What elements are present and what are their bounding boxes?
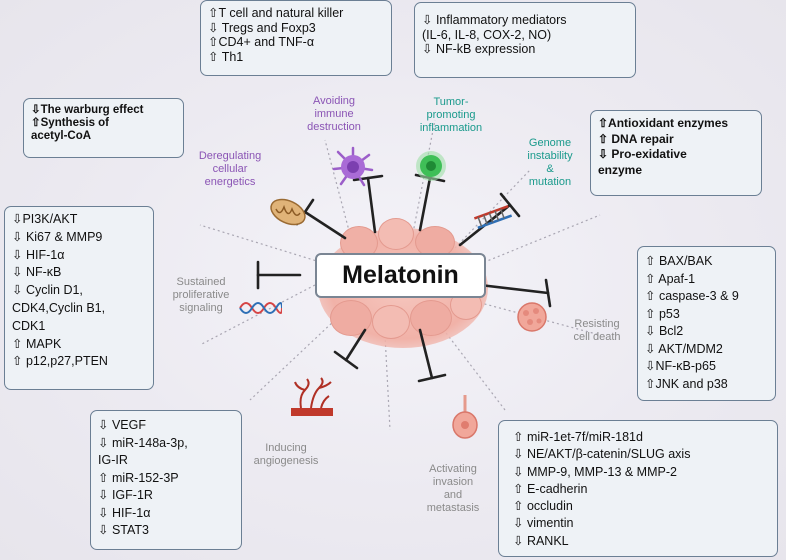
box-line: ⇩ Ki67 & MMP9 [12, 229, 103, 244]
label-line: invasion [432, 476, 474, 488]
box-line: ⇩The warburg effect [31, 104, 144, 116]
box-line: ⇧ caspase-3 & 9 [645, 289, 739, 303]
label-line: Genome [528, 137, 572, 149]
label-line: destruction [307, 121, 361, 133]
hallmark-proliferative-label: Sustained proliferative signaling [160, 276, 242, 315]
hallmark-immune-label: Avoiding immune destruction [294, 95, 374, 134]
label-line: signaling [179, 302, 223, 314]
box-line: ⇩ Cyclin D1, [12, 283, 83, 298]
box-line: ⇩ RANKL [513, 533, 569, 548]
box-line: CDK1 [12, 318, 46, 333]
box-line: ⇩ vimentin [513, 516, 574, 531]
box-line: ⇩ STAT3 [98, 523, 149, 537]
box-line: ⇧ BAX/BAK [645, 254, 713, 268]
apoptotic-cell-icon [517, 302, 547, 332]
box-line: ⇩NF-κB-p65 [645, 359, 716, 373]
label-line: mutation [528, 176, 572, 188]
box-line: ⇩ Pro-exidative [598, 147, 687, 161]
metastatic-cell-icon [452, 395, 478, 439]
energetics-box: ⇩The warburg effect ⇧Synthesis of acetyl… [23, 98, 184, 158]
box-line: ⇧ Apaf-1 [645, 271, 696, 286]
cell-death-box: ⇧ BAX/BAK ⇧ Apaf-1 ⇧ caspase-3 & 9 ⇧ p53… [637, 246, 776, 401]
label-line: & [546, 163, 554, 175]
box-line: ⇧ p53 [645, 306, 680, 321]
label-line: Resisting [574, 318, 620, 330]
box-line: ⇧JNK and p38 [645, 376, 728, 391]
inflammation-cell-icon [416, 151, 446, 181]
label-line: energetics [204, 176, 256, 188]
box-line: IG-IR [98, 453, 128, 467]
label-line: Sustained [176, 276, 226, 288]
box-line: ⇧ miR-1et-7f/miR-181d [513, 430, 643, 444]
box-line: ⇩ miR-148a-3p, [98, 435, 188, 450]
melatonin-label: Melatonin [315, 253, 486, 298]
box-line: ⇩ Tregs and Foxp3 [208, 20, 316, 35]
box-line: ⇧ MAPK [12, 336, 62, 351]
mitochondria-icon [270, 198, 306, 226]
box-line: ⇩ NF-kB expression [422, 42, 536, 57]
label-line: immune [314, 108, 354, 120]
box-line: ⇩ AKT/MDM2 [645, 341, 723, 356]
proliferative-box: ⇩PI3K/AKT ⇩ Ki67 & MMP9 ⇩ HIF-1α ⇩ NF-κB… [4, 206, 154, 390]
box-line: ⇩ NE/AKT/β-catenin/SLUG axis [513, 447, 691, 462]
box-line: (IL-6, IL-8, COX-2, NO) [422, 27, 552, 42]
box-line: ⇧ DNA repair [598, 131, 674, 146]
box-line: ⇧Antioxidant enzymes [598, 116, 729, 130]
box-line: ⇩ Bcl2 [645, 324, 684, 338]
label-line: and [443, 489, 463, 501]
label-line: Inducing [265, 442, 307, 454]
box-line: ⇧ Th1 [208, 49, 244, 64]
hallmark-cell-death-label: Resisting cell death [562, 318, 632, 344]
box-line: CDK4,Cyclin B1, [12, 300, 106, 315]
box-line: ⇧ occludin [513, 499, 573, 514]
label-line: Deregulating [198, 150, 262, 162]
box-line: ⇩ HIF-1α [98, 505, 151, 520]
immune-cell-icon [332, 146, 374, 187]
box-line: ⇧ miR-152-3P [98, 470, 179, 485]
box-line: ⇧CD4+ and TNF-α [208, 35, 315, 50]
label-line: instability [527, 150, 573, 162]
box-line: ⇩ IGF-1R [98, 488, 153, 502]
box-line: ⇩PI3K/AKT [12, 212, 78, 226]
hallmark-inflammation-label: Tumor- promoting inflammation [410, 96, 492, 135]
box-line: ⇩ VEGF [98, 418, 146, 432]
hallmark-invasion-label: Activating invasion and metastasis [418, 463, 488, 515]
label-line: proliferative [172, 289, 230, 301]
label-line: Avoiding [313, 95, 355, 107]
invasion-box: ⇧ miR-1et-7f/miR-181d ⇩ NE/AKT/β-catenin… [498, 420, 778, 557]
box-line: enzyme [598, 162, 643, 177]
label-line: inflammation [419, 122, 483, 134]
label-line: cellular [212, 163, 248, 175]
box-line: ⇧Synthesis of [31, 117, 110, 130]
label-line: cell death [573, 331, 621, 343]
label-line: metastasis [426, 502, 480, 514]
box-line: ⇧T cell and natural killer [208, 6, 344, 20]
blood-vessel-icon [291, 377, 333, 416]
box-line: ⇧ p12,p27,PTEN [12, 354, 108, 369]
hallmark-energetics-label: Deregulating cellular energetics [190, 150, 270, 189]
dna-damage-icon [473, 204, 513, 230]
box-line: acetyl-CoA [31, 130, 92, 143]
label-line: Tumor- [433, 96, 469, 108]
label-line: Activating [429, 463, 477, 475]
angiogenesis-box: ⇩ VEGF ⇩ miR-148a-3p, IG-IR ⇧ miR-152-3P… [90, 410, 242, 550]
box-line: ⇧ E-cadherin [513, 481, 588, 496]
hallmark-genome-label: Genome instability & mutation [515, 137, 585, 189]
box-line: ⇩ Inflammatory mediators [422, 13, 567, 27]
dna-helix-icon [239, 302, 282, 314]
inflammation-box: ⇩ Inflammatory mediators (IL-6, IL-8, CO… [414, 2, 636, 78]
box-line: ⇩ MMP-9, MMP-13 & MMP-2 [513, 464, 677, 479]
label-line: promoting [426, 109, 476, 121]
immune-box: ⇧T cell and natural killer ⇩ Tregs and F… [200, 0, 392, 76]
box-line: ⇩ HIF-1α [12, 247, 65, 262]
genome-box: ⇧Antioxidant enzymes ⇧ DNA repair ⇩ Pro-… [590, 110, 762, 196]
box-line: ⇩ NF-κB [12, 265, 62, 280]
label-line: angiogenesis [253, 455, 319, 467]
hallmark-angiogenesis-label: Inducing angiogenesis [244, 442, 328, 468]
